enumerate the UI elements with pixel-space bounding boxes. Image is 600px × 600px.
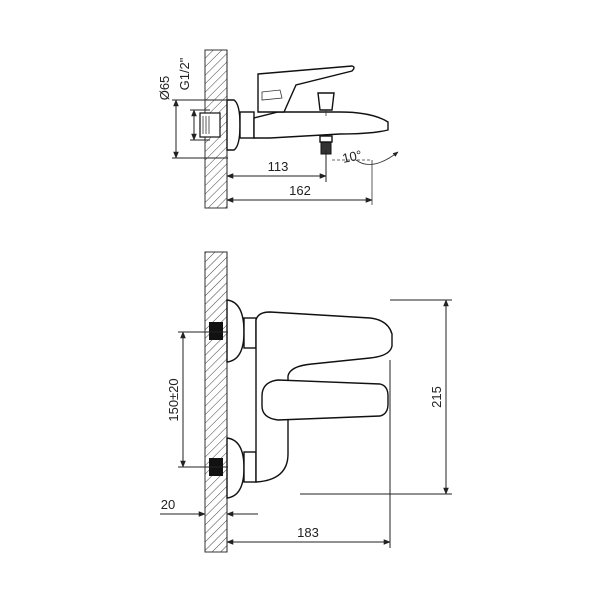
dim-center-distance: 150±20 [166,378,181,421]
mixer-body-front [255,311,393,483]
dim-wall-offset: 20 [161,497,175,512]
dim-thread: G1/2" [177,57,192,90]
dim-depth: 183 [297,525,319,540]
lever-handle-front [261,379,389,421]
diverter-knob [317,92,335,111]
side-view: Ø65 G1/2" 113 162 10° [157,49,399,209]
connector-top [209,322,223,340]
rosette-top [226,299,245,363]
front-view: 150±20 215 20 183 [160,251,452,553]
dim-depth-spout: 113 [268,159,289,174]
lever-handle-side [257,65,355,113]
dim-depth-total: 162 [289,183,311,198]
wall-section-bottom [204,251,228,553]
dim-width: 215 [429,386,444,408]
dim-diameter: Ø65 [157,76,172,101]
dim-angle: 10° [341,147,363,166]
nut-bottom [243,451,257,483]
wall-connector [199,112,221,138]
rosette-bottom [226,437,245,499]
nut-top [243,317,257,349]
nut [239,111,255,139]
rosette [226,99,241,151]
mixer-body-side [253,111,389,139]
